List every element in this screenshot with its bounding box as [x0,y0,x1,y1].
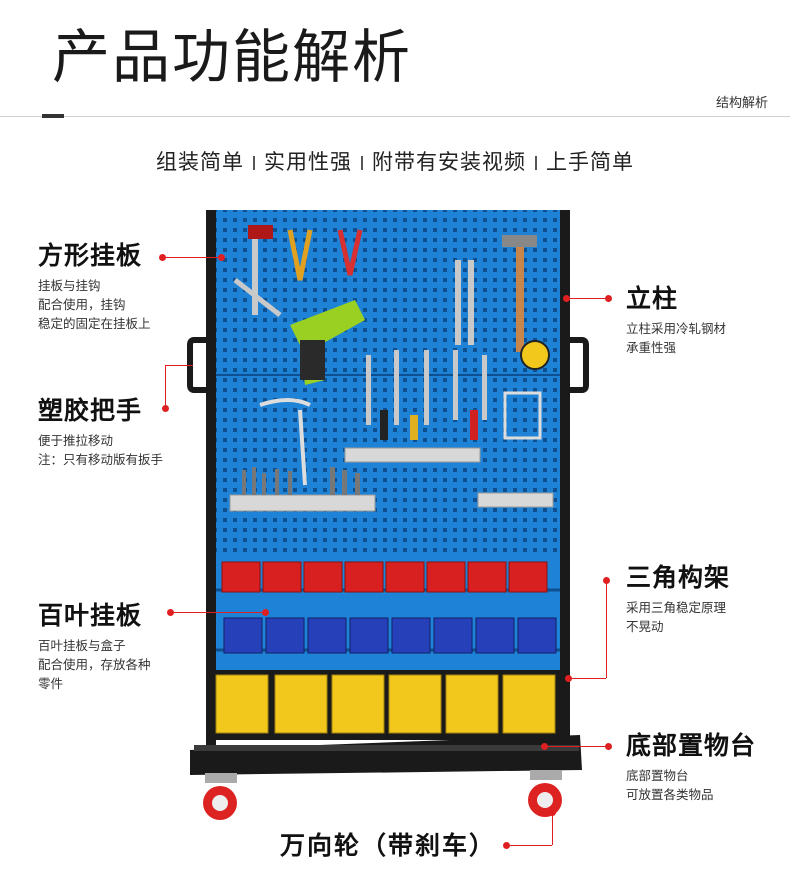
leader-dot [218,254,225,261]
callout-column: 立柱 立柱采用冷轧钢材 承重性强 [626,283,726,357]
callout-column-title: 立柱 [626,284,679,313]
feature-item: 组装简单 [156,150,244,174]
leader-dot [549,809,556,816]
leader-dot [565,675,572,682]
tools-group [229,225,554,512]
page-subtitle: 结构解析 [715,96,768,111]
callout-handle: 塑胶把手 便于推拉移动 注：只有移动版有扳手 [38,395,163,469]
leader-dot [605,743,612,750]
leader-dot [603,577,610,584]
leader-handle [165,365,166,410]
wheel-icon [203,773,237,820]
header-divider-mark [42,114,64,118]
leader-dot [605,295,612,302]
callout-wheel-title: 万向轮（带刹车） [280,831,497,860]
bins-blue-row [223,617,557,654]
base-shelf [190,735,582,775]
leader-wheel [506,845,552,846]
callout-base: 底部置物台 底部置物台 可放置各类物品 [626,730,756,804]
callout-base-desc: 底部置物台 可放置各类物品 [626,768,714,802]
right-handle-icon [570,337,589,393]
leader-dot [167,609,174,616]
leader-truss [568,678,606,679]
callout-base-title: 底部置物台 [626,731,757,760]
header-divider [0,116,790,117]
right-column [560,210,570,755]
callout-column-desc: 立柱采用冷轧钢材 承重性强 [626,321,727,355]
leader-board [162,257,222,258]
leader-dot [162,405,169,412]
leader-dot [503,842,510,849]
callout-louver: 百叶挂板 百叶挂板与盒子 配合使用，存放各种 零件 [38,600,151,693]
wheel-icon [528,770,562,817]
leader-dot [159,254,166,261]
feature-separator [361,156,363,170]
leader-dot [262,609,269,616]
leader-wheel [552,812,553,845]
leader-column [566,298,610,299]
feature-bar: 组装简单实用性强附带有安装视频上手简单 [0,146,790,176]
leader-louver [170,612,265,613]
callout-truss-desc: 采用三角稳定原理 不晃动 [626,600,727,634]
callout-louver-desc: 百叶挂板与盒子 配合使用，存放各种 零件 [38,638,151,691]
leader-dot [563,295,570,302]
feature-item: 实用性强 [264,150,352,174]
page-title: 产品功能解析 [52,23,413,91]
left-column [206,210,216,755]
feature-separator [535,156,537,170]
leader-handle [165,365,193,366]
bins-red-row [221,561,548,593]
callout-board-title: 方形挂板 [38,241,143,270]
callout-truss: 三角构架 采用三角稳定原理 不晃动 [626,562,730,636]
callout-handle-title: 塑胶把手 [38,396,143,425]
leader-base [544,746,610,747]
callout-board: 方形挂板 挂板与挂钩 配合使用，挂钩 稳定的固定在挂板上 [38,240,151,333]
callout-truss-title: 三角构架 [626,563,731,592]
leader-truss [606,580,607,678]
callout-louver-title: 百叶挂板 [38,601,143,630]
callout-handle-desc: 便于推拉移动 注：只有移动版有扳手 [38,433,164,467]
tool-rack-illustration [187,210,589,820]
feature-item: 上手简单 [546,150,634,174]
feature-separator [253,156,255,170]
feature-item: 附带有安装视频 [372,150,526,174]
bins-yellow-row [215,674,556,734]
callout-board-desc: 挂板与挂钩 配合使用，挂钩 稳定的固定在挂板上 [38,278,151,331]
leader-dot [541,743,548,750]
